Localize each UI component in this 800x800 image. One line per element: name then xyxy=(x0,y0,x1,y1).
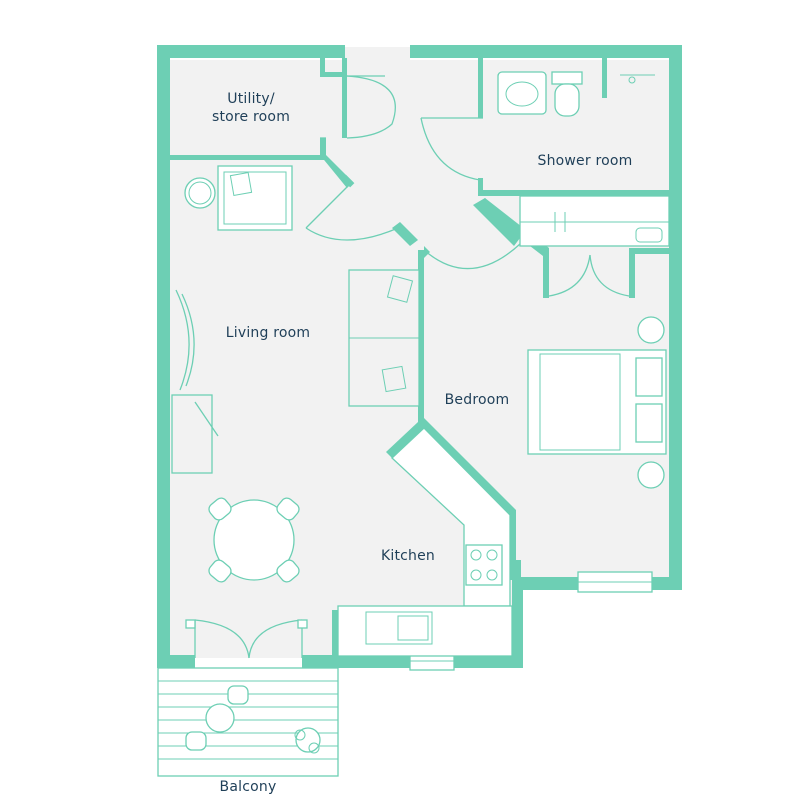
kitchen-worktop xyxy=(337,427,513,657)
doors xyxy=(185,75,630,659)
armchair xyxy=(184,165,293,231)
room-label-kitchen: Kitchen xyxy=(380,548,436,564)
room-label-living: Living room xyxy=(225,325,311,341)
room-label-bedroom: Bedroom xyxy=(444,392,510,408)
room-label-shower: Shower room xyxy=(537,153,633,169)
wardrobe xyxy=(519,195,670,247)
sofa xyxy=(348,269,420,407)
room-label-balcony: Balcony xyxy=(219,779,277,795)
room-label-utility: Utility/ store room xyxy=(211,91,291,125)
dining-table xyxy=(208,497,300,583)
shower-fixtures xyxy=(497,71,655,117)
media-unit xyxy=(171,289,219,474)
bed xyxy=(527,316,667,489)
balcony-deck xyxy=(157,667,339,777)
